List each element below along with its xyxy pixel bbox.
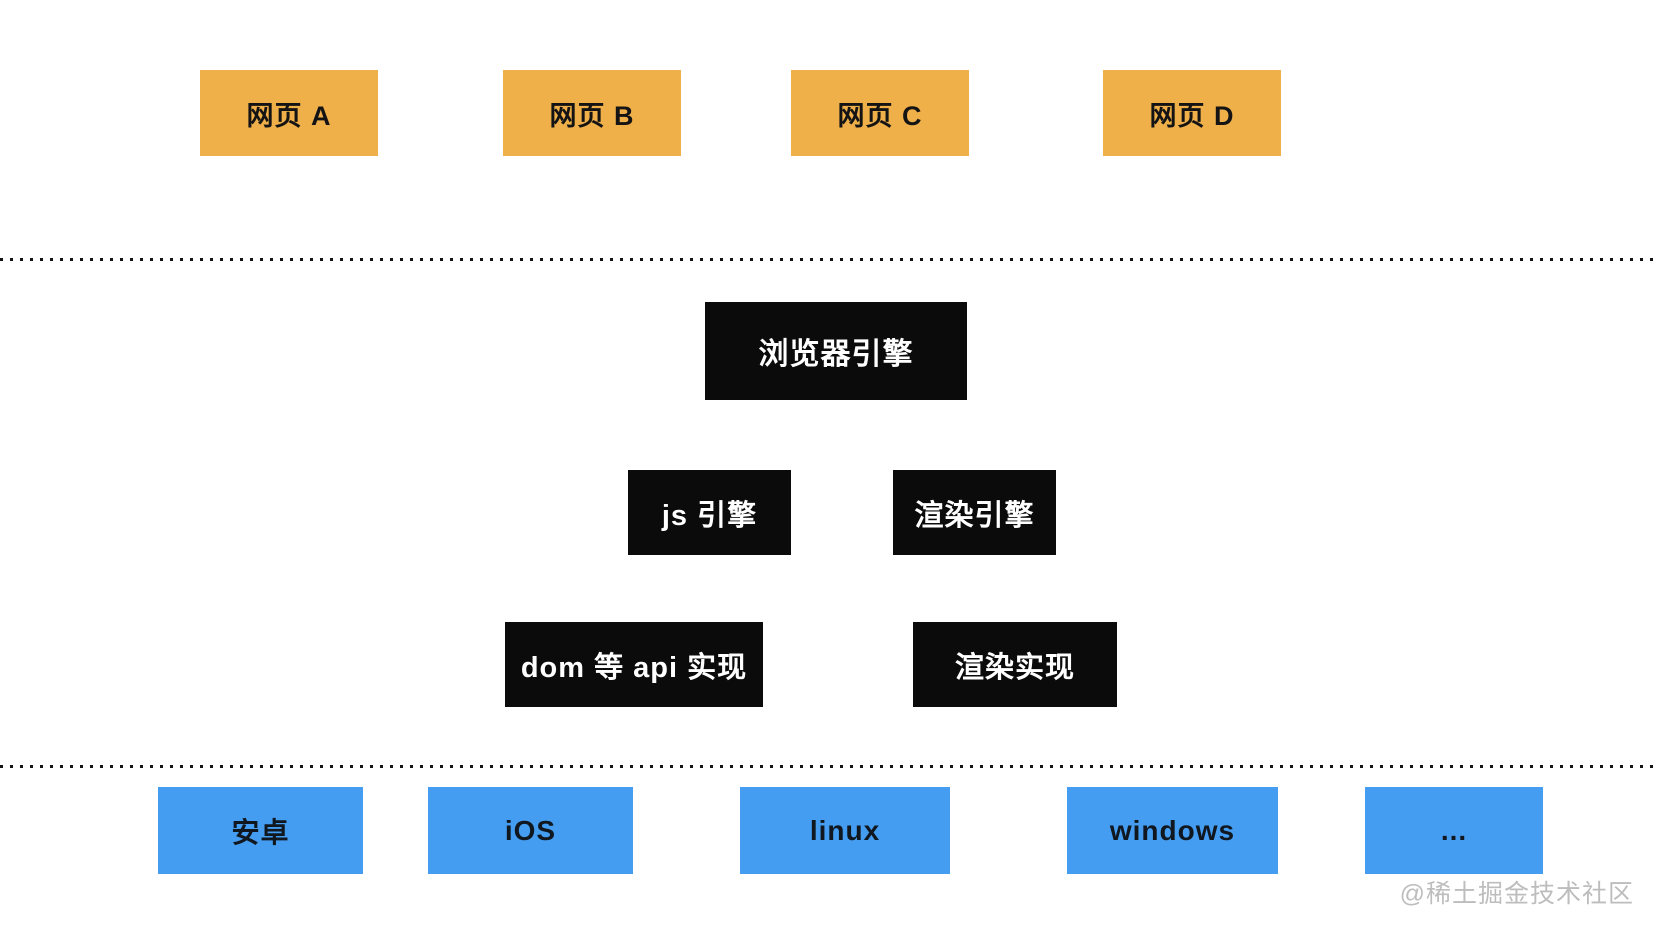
render-impl-label: 渲染实现 [954,651,1075,684]
webpage-d-label: 网页 D [1149,100,1235,131]
webpage-a-label: 网页 A [246,100,332,131]
platform-ios-box: iOS [428,787,633,874]
platform-windows-label: windows [1109,814,1236,846]
platform-linux-box: linux [740,787,950,874]
webpage-c-label: 网页 C [837,100,923,131]
webpage-b-label: 网页 B [549,100,635,131]
dom-api-impl-label: dom 等 api 实现 [520,651,748,684]
watermark-text: @稀土掘金技术社区 [1399,880,1634,908]
webpage-d-box: 网页 D [1103,70,1281,156]
render-impl-box: 渲染实现 [913,622,1117,707]
js-engine-box: js 引擎 [628,470,791,555]
platform-android-label: 安卓 [231,816,290,848]
platform-ellipsis-box: ... [1365,787,1543,874]
dom-api-impl-box: dom 等 api 实现 [505,622,763,707]
platform-linux-label: linux [809,814,881,846]
platform-ios-label: iOS [504,814,557,846]
separator-line-bottom [0,765,1656,768]
platform-ellipsis-label: ... [1440,814,1468,846]
render-engine-box: 渲染引擎 [893,470,1056,555]
platform-android-box: 安卓 [158,787,363,874]
browser-engine-box: 浏览器引擎 [705,302,967,400]
browser-engine-label: 浏览器引擎 [758,338,914,371]
separator-line-top [0,258,1656,261]
platform-windows-box: windows [1067,787,1278,874]
js-engine-label: js 引擎 [661,499,758,532]
webpage-b-box: 网页 B [503,70,681,156]
webpage-c-box: 网页 C [791,70,969,156]
render-engine-label: 渲染引擎 [914,499,1035,532]
webpage-a-box: 网页 A [200,70,378,156]
